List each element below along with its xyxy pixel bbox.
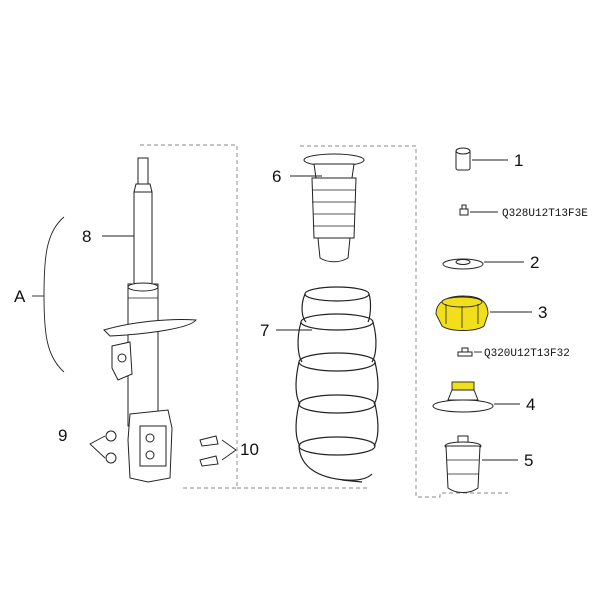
dust-boot-bump-stop [303,153,365,263]
spring-coil [304,286,370,302]
spring-coil [300,313,374,331]
lower-spring-seat [103,319,197,337]
washer-hub [455,259,471,265]
bolt-upper [199,435,219,447]
boot-base [317,237,351,263]
label-8: 8 [82,227,91,246]
label-5: 5 [524,451,533,470]
body-top-ring [127,282,159,292]
shock-absorber-strut [103,157,197,483]
lock-nut [459,204,469,216]
bearing-collar [447,389,479,401]
strut-bearing-seat [432,381,494,413]
upper-strut-tube [133,191,153,285]
strut-assembly-frame [140,144,238,489]
group-a-bracket [43,216,65,373]
nut-lower [105,452,117,464]
label-a: A [14,287,26,306]
seat-plate [432,399,494,413]
mounting-nuts [105,430,117,464]
bolt-part-code: Q320U12T13F32 [484,348,570,360]
top-bushing [455,147,471,171]
mount-bolt [457,347,473,357]
spring-coil [298,445,373,481]
nut-part-code: Q328U12T13F3E [502,208,588,220]
mounting-bolts [199,435,219,467]
label-10: 10 [240,440,259,459]
spring-coil [298,436,376,456]
bump-stop [444,435,482,493]
boot-bellows [311,177,357,239]
nut-body [459,208,469,216]
bolt-flange [461,347,469,353]
knuckle-clamp [139,425,167,467]
thrust-washer [442,258,484,270]
spring-coil [298,394,376,414]
coil-spring [295,286,379,483]
rod-collar [133,183,153,193]
spring-coil [298,352,376,372]
strut-body-tube [127,283,159,427]
label-4: 4 [526,395,535,414]
bolt-lower [199,455,219,467]
label-6: 6 [272,167,281,186]
label-9: 9 [58,426,67,445]
label-1: 1 [514,151,523,170]
label-7: 7 [260,321,269,340]
bearing-highlight [451,381,475,391]
clamp-hole-lower [145,450,155,460]
part-10-leader [221,439,237,461]
spring-coil [301,293,372,323]
clamp-hole-upper [145,433,155,443]
label-2: 2 [530,253,539,272]
spring-assembly-frame [300,145,508,498]
bolt-head [457,351,473,357]
spring-end [341,479,363,483]
nut-upper [105,430,117,442]
part-9-leader [89,435,106,459]
mount-top [441,296,483,308]
bushing-top [455,147,471,155]
nut-crown [461,204,467,210]
bracket-hole [117,353,127,363]
label-3: 3 [538,303,547,322]
piston-rod [137,157,149,185]
upper-strut-mount [435,295,489,331]
bump-stop-body [445,445,481,493]
spring-coil [297,321,377,363]
